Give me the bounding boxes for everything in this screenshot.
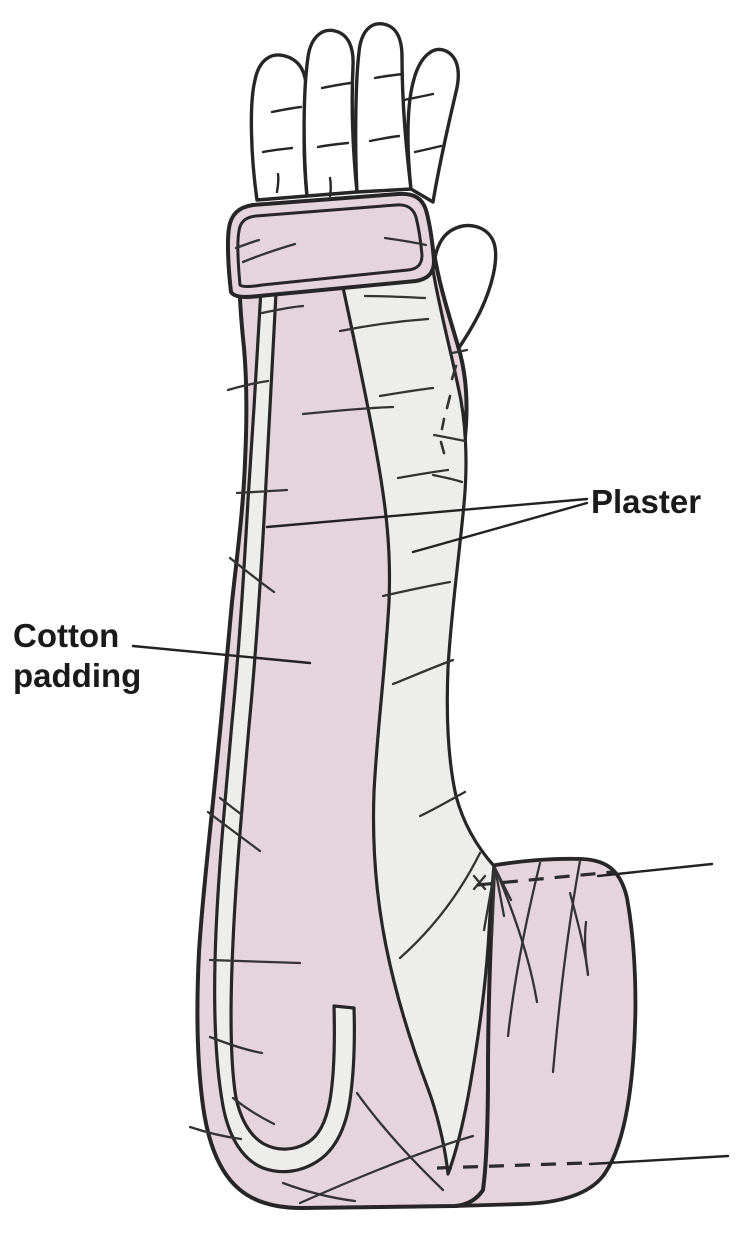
cotton-padding-label-line1: Cotton — [13, 617, 120, 654]
elbow-wrap — [453, 856, 638, 1208]
plaster-strip-wide — [331, 238, 496, 1176]
cotton-padding-label: Cotton padding — [13, 616, 141, 696]
plaster-label: Plaster — [591, 483, 702, 520]
fingers-group — [249, 22, 460, 204]
plaster-leader-line-1 — [265, 497, 589, 529]
plaster-leader-line-2 — [411, 501, 589, 554]
cotton-padding-label-line2: padding — [13, 657, 142, 694]
finger-3 — [353, 22, 413, 194]
cast-cuff-inner-line — [236, 203, 424, 288]
finger-creases — [261, 72, 443, 198]
leader-lines — [131, 497, 730, 1166]
edge-tick-marks — [439, 364, 458, 455]
plaster-strip-narrow — [213, 270, 356, 1174]
right-lower-leader-line — [588, 1154, 730, 1166]
finger-2 — [302, 28, 359, 198]
cotton-padding-leader-line — [131, 644, 312, 665]
wrap-texture-lines — [188, 236, 590, 1205]
dashed-trim-lines — [436, 870, 614, 1170]
elbow-top-dashed-line — [476, 870, 614, 887]
finger-4 — [406, 47, 460, 204]
right-upper-leader-line — [596, 862, 714, 878]
